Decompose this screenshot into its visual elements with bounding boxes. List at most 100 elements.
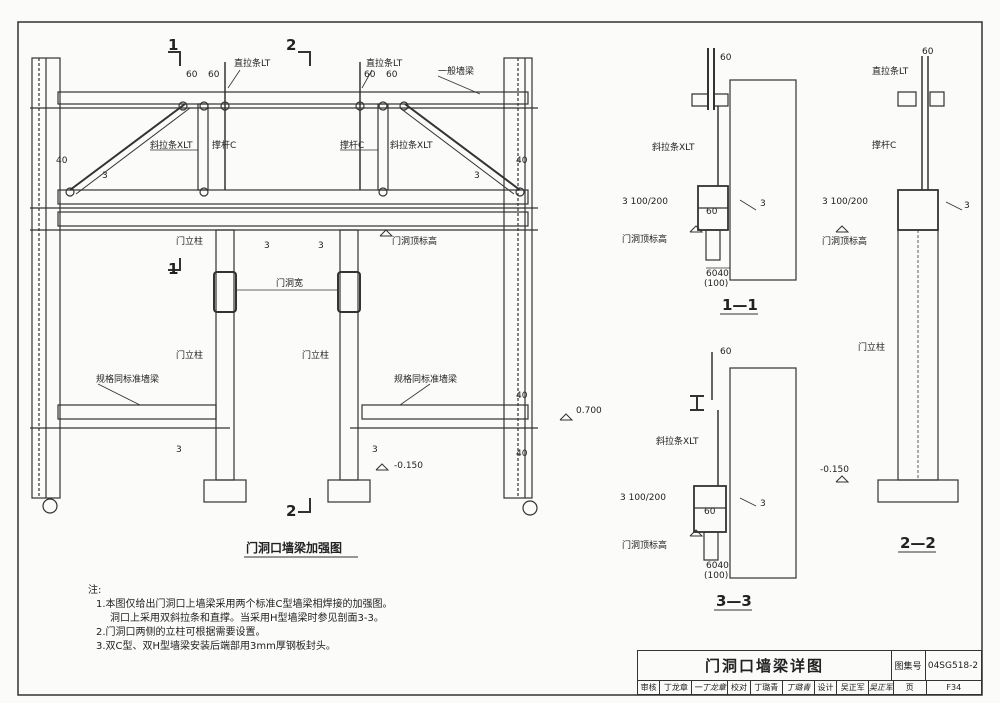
section-2-2-title: 2—2 [900,534,936,552]
dim-40-left: 40 [56,156,68,166]
title-block-title: 门洞口墙梁详图 [638,651,892,681]
page-label: 页 [894,680,927,694]
title-block: 门洞口墙梁详图 图集号 04SG518-2 审核 丁龙章 一丁龙章 校对 丁璐青… [637,650,982,695]
lower-right-wall-beam [361,404,529,420]
elev-m0150-main: -0.150 [394,461,423,471]
section-mark-2-top: 2 [286,36,296,54]
sheet-border [17,21,983,696]
diagonal-strut-left [69,103,186,191]
elev-0700: 0.700 [576,406,602,416]
s11-weld-100-200: 3 100/200 [622,197,668,207]
designer-name: 吴正军 [837,680,870,694]
section-1-1 [689,48,797,281]
atlas-label: 图集号 [891,651,926,681]
s11-label-door-top: 门洞顶标高 [622,233,667,245]
s33-dim-60-mid: 60 [704,507,716,517]
weld-mark-right-bottom: 3 [372,445,378,455]
s22-label-door-top: 门洞顶标高 [822,235,867,247]
review-label: 审核 [638,680,661,694]
s22-label-straight-strut: 直拉条LT [872,65,909,77]
label-straight-strut-left: 直拉条LT [234,57,271,69]
section-mark-2-bottom: 2 [286,502,296,520]
label-straight-strut-right: 直拉条LT [366,57,403,69]
label-door-post-right: 门立柱 [302,349,329,361]
section-3-3 [689,352,797,579]
design-label: 设计 [815,680,838,694]
s22-elev-m0150: -0.150 [820,465,849,475]
dim-40-right: 40 [516,156,528,166]
dim-40-right-low: 40 [516,391,528,401]
checker-signature: 丁璐青 [783,680,815,694]
notes-block: 注: 1.本图仅给出门洞口上墙梁采用两个标准C型墙梁相焊接的加强图。 洞口上采用… [88,584,508,654]
diagonal-strut-right [404,103,521,191]
s11-weld-3: 3 [760,199,766,209]
s22-weld-100-200: 3 100/200 [822,197,868,207]
s22-dim-60: 60 [922,47,934,57]
weld-mark-left-bottom: 3 [176,445,182,455]
section-cut-2-top [298,51,311,66]
s33-dim-6040: 6040 [706,561,729,571]
brace-c-left [197,103,209,191]
dim-40-right-bottom: 40 [516,449,528,459]
s33-dim-60-top: 60 [720,347,732,357]
note-1a: 1.本图仅给出门洞口上墙梁采用两个标准C型墙梁相焊接的加强图。 [96,599,393,610]
section-cut-2-bot [298,498,311,513]
door-head-beam-lower [57,211,529,227]
section-cut-1-top [168,51,181,66]
door-head-beam-upper [57,189,529,205]
s22-weld-3: 3 [964,201,970,211]
section-1-1-title: 1—1 [722,296,758,314]
brace-c-right [377,103,389,191]
label-door-post-top: 门立柱 [176,235,203,247]
s22-label-brace-c: 撑杆C [872,139,896,151]
s11-dim-60-mid: 60 [706,207,718,217]
note-1b: 洞口上采用双斜拉条和直撑。当采用H型墙梁时参见剖面3-3。 [110,613,384,624]
lower-left-wall-beam [57,404,217,420]
label-diagonal-strut-right: 斜拉条XLT [390,139,433,151]
door-post-right [339,229,359,481]
weld-mark-left-top: 3 [102,171,108,181]
footing-left [203,479,247,503]
label-door-width: 门洞宽 [276,277,303,289]
s11-dim-100: (100) [704,279,728,289]
right-column-axis [522,500,538,516]
label-brace-c-left: 撑杆C [212,139,236,151]
reviewer-name: 丁龙章 [660,680,693,694]
atlas-number: 04SG518-2 [925,651,981,681]
s11-dim-6040: 6040 [706,269,729,279]
note-2: 2.门洞口两侧的立柱可根据需要设置。 [96,627,266,638]
section-3-3-title: 3—3 [716,592,752,610]
weld-mark-right-post: 3 [318,241,324,251]
s11-label-diagonal: 斜拉条XLT [652,141,695,153]
s22-label-door-post: 门立柱 [858,341,885,353]
section-2-2 [835,56,963,503]
designer-signature: 吴正军 [869,680,894,694]
section-cut-1-mid [168,258,181,271]
section-mark-1-top: 1 [168,36,178,54]
door-post-left [215,229,235,481]
label-std-beam-left: 规格同标准墙梁 [96,373,159,385]
signature-row: 审核 丁龙章 一丁龙章 校对 丁璐青 丁璐青 设计 吴正军 吴正军 页 F34 [638,680,981,694]
s33-label-door-top: 门洞顶标高 [622,539,667,551]
label-diagonal-strut-left: 斜拉条XLT [150,139,193,151]
weld-mark-left-post: 3 [264,241,270,251]
label-std-beam-right: 规格同标准墙梁 [394,373,457,385]
left-column-axis [42,498,58,514]
label-general-wall-beam: 一般墙梁 [438,65,474,77]
note-3: 3.双C型、双H型墙梁安装后端部用3mm厚钢板封头。 [96,641,336,652]
dim-60-c: 60 [364,70,376,80]
door-post-left-section [213,271,237,313]
footing-right [327,479,371,503]
s33-label-diagonal: 斜拉条XLT [656,435,699,447]
check-label: 校对 [728,680,751,694]
reviewer-signature: 一丁龙章 [692,680,729,694]
door-post-right-section [337,271,361,313]
top-wall-beam [57,91,529,105]
label-door-post-left: 门立柱 [176,349,203,361]
s33-dim-100: (100) [704,571,728,581]
dim-60-b: 60 [208,70,220,80]
checker-name: 丁璐青 [751,680,783,694]
main-elevation [30,51,574,516]
page-number: F34 [946,682,962,692]
